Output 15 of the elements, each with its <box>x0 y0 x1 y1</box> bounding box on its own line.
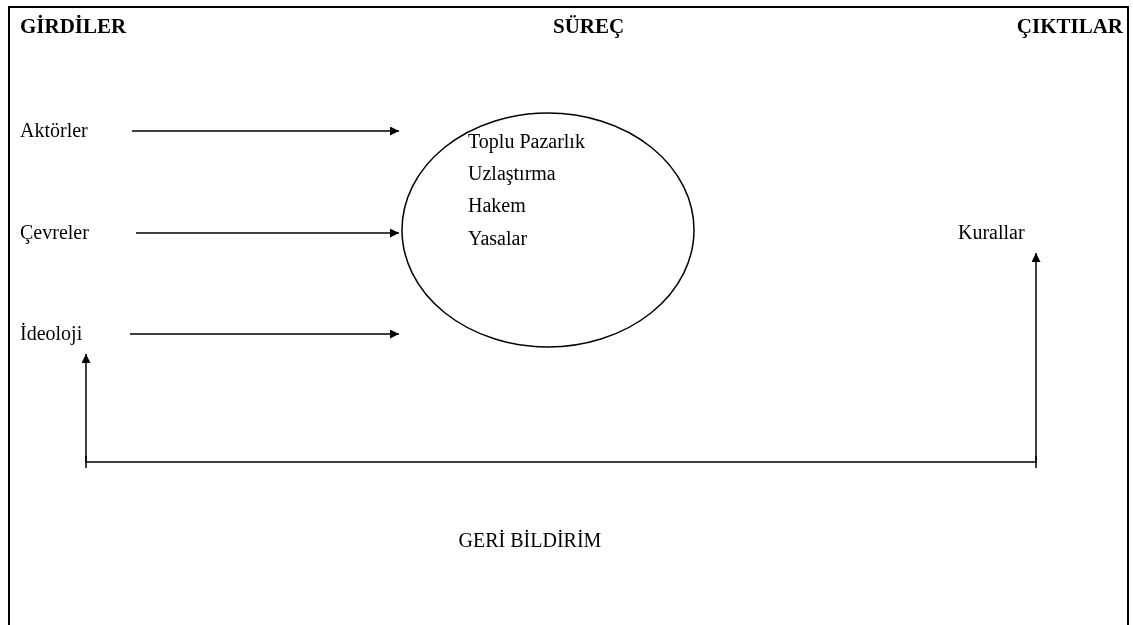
arrow <box>131 126 400 136</box>
process-item: Uzlaştırma <box>468 161 556 186</box>
arrow <box>81 252 1041 463</box>
process-item: Hakem <box>468 193 526 218</box>
column-heading: SÜREÇ <box>553 14 625 39</box>
text-label: Aktörler <box>20 117 88 143</box>
arrow <box>129 329 400 339</box>
text-label: İdeoloji <box>20 320 83 346</box>
text-label: Kurallar <box>958 219 1025 245</box>
process-item: Toplu Pazarlık <box>468 129 585 154</box>
text-label: Çevreler <box>20 219 89 245</box>
arrow <box>135 228 400 238</box>
process-item: Yasalar <box>468 226 528 251</box>
column-heading: ÇIKTILAR <box>1016 14 1123 39</box>
column-heading: GİRDİLER <box>20 14 127 39</box>
